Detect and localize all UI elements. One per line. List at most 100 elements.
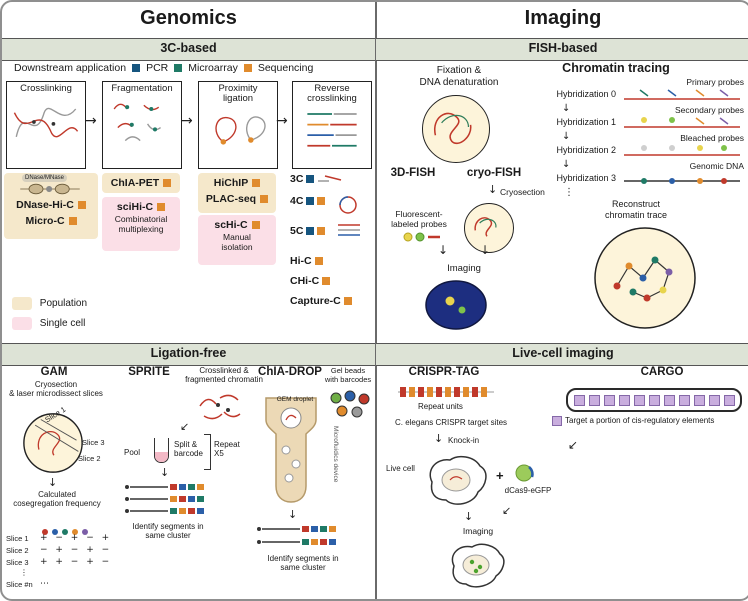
microfluidics-device-label: Microfluidics device xyxy=(332,426,339,483)
manual-isolation-note: Manual isolation xyxy=(221,232,253,252)
arrow-down-icon: ↓ xyxy=(434,432,444,445)
plasmid-unit-icon xyxy=(708,394,720,406)
microfluidics-device-icon xyxy=(265,397,317,503)
hybridization-3-label: Hybridization 3 xyxy=(556,173,616,183)
genomic-dna-label: Genomic DNA xyxy=(689,161,744,171)
plasmid-unit-icon xyxy=(573,394,585,406)
sprite-description: Crosslinked & fragmented chromatin xyxy=(185,366,263,385)
plasmid-unit-icon xyxy=(633,394,645,406)
row-values: − + − + − xyxy=(40,545,112,555)
arrow-right-icon: → xyxy=(181,113,193,129)
section-bar-3c-based: 3C-based xyxy=(2,38,375,61)
sequencing-badge-icon xyxy=(260,195,269,204)
arrow-down-icon: ↓ xyxy=(488,183,498,196)
imaged-nucleus-icon xyxy=(425,280,487,330)
downstream-application-legend: Downstream application PCR Microarray Se… xyxy=(14,62,313,74)
section-bar-fish-based: FISH-based xyxy=(376,38,748,61)
method-row-hic: Hi-C xyxy=(290,255,323,267)
population-swatch-icon xyxy=(12,297,32,310)
method-schic: scHi-C xyxy=(214,219,248,231)
arrow-down-icon: ↓ xyxy=(562,131,571,142)
cosegregation-table: Slice 1+ − + − + Slice 2− + − + − Slice … xyxy=(6,522,114,590)
crosslinked-chromatin-icon xyxy=(13,108,79,138)
chia-drop-identify-label: Identify segments in same cluster xyxy=(267,554,339,573)
method-row-capture-c: Capture-C xyxy=(290,295,352,307)
cargo-title: CARGO xyxy=(640,366,684,378)
method-row: ChIA-PET xyxy=(102,173,180,193)
pcr-swatch-icon xyxy=(132,64,141,72)
sequencing-badge-icon xyxy=(77,201,86,210)
enzyme-pill: DNase/MNase xyxy=(22,174,68,182)
method-chic: CHi-C xyxy=(290,275,320,287)
microarray-swatch-icon xyxy=(174,64,183,72)
ligated-loops-icon xyxy=(215,116,266,145)
arrow-down-left-icon: ↙ xyxy=(568,438,579,452)
arrow-right-icon: → xyxy=(85,113,97,129)
arrow-down-icon: ↓ xyxy=(288,508,298,521)
scihic-box: sciHi-C Combinatorial multiplexing xyxy=(102,197,180,251)
chromatin-trace-icon xyxy=(594,227,696,329)
sequencing-badge-icon xyxy=(343,297,352,305)
arrow-down-icon: ↓ xyxy=(480,243,491,257)
secondary-probes-label: Secondary probes xyxy=(675,105,744,115)
nucleosome-string-icon xyxy=(20,183,80,195)
reverse-crosslinking-step-box: Reverse crosslinking xyxy=(292,81,372,169)
cargo-plasmid-icon xyxy=(566,388,742,412)
imaging-label: Imaging xyxy=(447,263,481,274)
gel-beads-icon xyxy=(330,390,370,418)
imaged-live-cell-icon xyxy=(451,543,505,588)
proximity-ligation-step-label: Proximity ligation xyxy=(218,83,258,105)
plasmid-unit-icon xyxy=(603,394,615,406)
hybridization-2-diagram xyxy=(624,145,740,156)
fragmentation-step-label: Fragmentation xyxy=(111,83,173,94)
method-3d-fish: 3D-FISH xyxy=(390,167,436,179)
method-scihic: sciHi-C xyxy=(116,201,154,213)
slice-2-label: Slice 2 xyxy=(78,454,101,463)
slice-3-label: Slice 3 xyxy=(82,438,105,447)
method-5c: 5C xyxy=(290,225,304,237)
plasmid-unit-icon xyxy=(588,394,600,406)
plasmid-unit-icon xyxy=(693,394,705,406)
gem-droplet-label: GEM droplet xyxy=(276,396,314,403)
chia-pet-box: ChIA-PET xyxy=(102,173,180,193)
method-dnase-hic: DNase-Hi-C xyxy=(16,199,74,211)
plasmid-unit-icon xyxy=(723,394,735,406)
gam-sliced-nucleus-icon xyxy=(22,412,84,479)
hybridization-1-diagram xyxy=(624,117,740,128)
arrow-right-icon: → xyxy=(276,113,288,129)
plasmid-unit-icon xyxy=(678,394,690,406)
hichip-plac-box: HiChIP PLAC-seq xyxy=(198,173,276,213)
table-row: Slice 1+ − + − + xyxy=(6,532,114,544)
row-label: Slice 1 xyxy=(6,533,29,543)
fluorescent-probes-label: Fluorescent- labeled probes xyxy=(391,209,447,230)
schic-box: scHi-C Manual isolation xyxy=(198,215,276,265)
method-chia-pet: ChIA-PET xyxy=(110,177,160,189)
arrow-down-left-icon: ↙ xyxy=(180,420,190,433)
section-bar-live-cell: Live-cell imaging xyxy=(376,343,748,366)
chia-drop-title: ChIA-DROP xyxy=(258,366,322,378)
sequencing-swatch-icon xyxy=(243,64,252,72)
cosegregation-label: Calculated cosegregation frequency xyxy=(13,490,101,509)
sequencing-badge-icon xyxy=(322,277,331,285)
method-row: sciHi-C xyxy=(102,199,180,215)
locus-dot-icon xyxy=(62,529,68,535)
4c-circle-icon xyxy=(339,196,357,214)
vertical-ellipsis-icon: ⋮ xyxy=(564,187,574,198)
hybridization-1-label: Hybridization 1 xyxy=(556,117,616,127)
chromatin-tracing-title: Chromatin tracing xyxy=(562,61,670,75)
gel-beads-label: Gel beads with barcodes xyxy=(324,366,372,384)
cryosection-nucleus-icon xyxy=(464,203,514,253)
test-tube-icon xyxy=(154,438,169,463)
primary-probes-label: Primary probes xyxy=(686,77,744,87)
cargo-target-row: Target a portion of cis-regulatory eleme… xyxy=(552,416,714,426)
reverse-crosslinking-step-label: Reverse crosslinking xyxy=(307,83,357,105)
sequencing-badge-icon xyxy=(163,179,172,187)
fixed-nucleus-icon xyxy=(422,95,490,163)
proximity-ligation-step-box: Proximity ligation xyxy=(198,81,278,169)
panel-live-cell-imaging: CRISPR-TAG Repeat units C. elegans CRISP… xyxy=(376,364,748,599)
method-row-chic: CHi-C xyxy=(290,275,331,287)
split-barcode-label: Split & barcode xyxy=(174,440,203,459)
legend-microarray-label: Microarray xyxy=(188,62,238,74)
fixation-label: Fixation & DNA denaturation xyxy=(419,65,499,88)
